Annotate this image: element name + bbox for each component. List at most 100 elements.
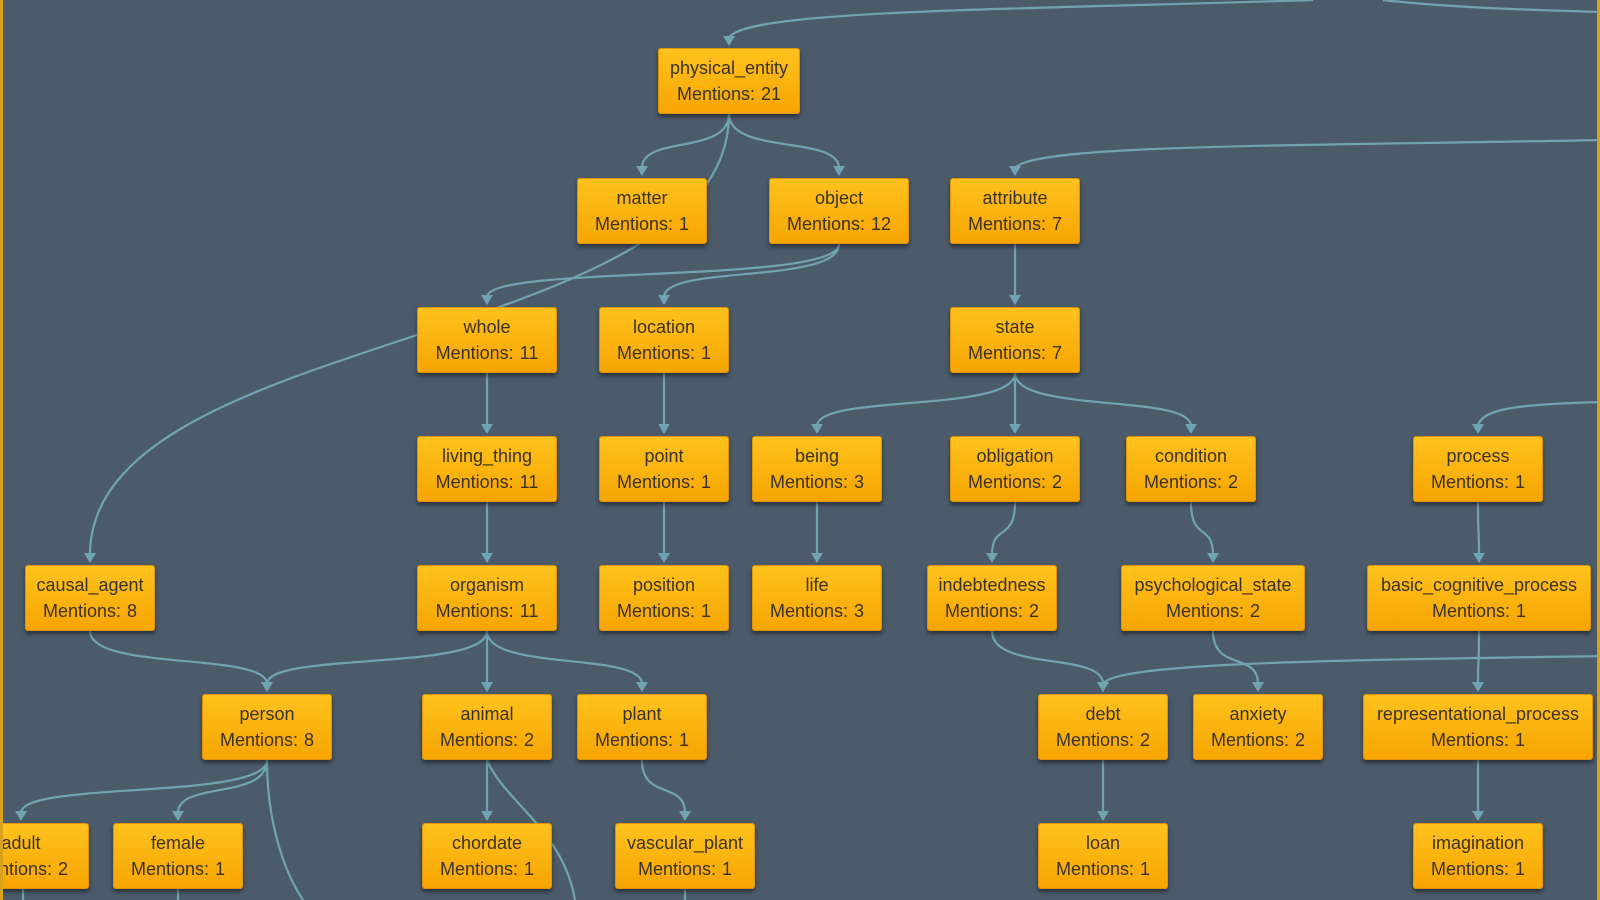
node-mentions: Mentions:2 [928,598,1056,624]
node-adult[interactable]: adultMentions:2 [0,823,89,889]
node-label: loan [1085,833,1121,853]
edge-arrowhead [1252,682,1264,692]
node-label: adult [1,833,41,853]
edge-arrowhead [84,553,96,563]
node-label: animal [460,704,514,724]
mentions-count: 1 [701,601,712,621]
node-mentions: Mentions:1 [1039,856,1167,882]
edge-physical-entity-to-object [727,113,841,169]
node-label: whole [463,317,511,337]
node-label: condition [1154,446,1228,466]
edge-offscreen-to-process [1476,401,1597,427]
mentions-key: Mentions: [944,601,1024,621]
edge-person-down [265,759,304,900]
edge-offscreen-top-right [1382,0,1597,13]
mentions-count: 1 [1515,730,1526,750]
mentions-count: 8 [127,601,138,621]
mentions-key: Mentions: [435,343,514,363]
edge-arrowhead [1207,553,1219,563]
mentions-count: 1 [679,214,690,234]
edge-arrowhead [811,553,823,563]
mentions-key: Mentions: [42,601,122,621]
mentions-key: Mentions: [0,859,53,879]
mentions-count: 2 [1295,730,1306,750]
mentions-count: 8 [304,730,315,750]
node-label: representational_process [1376,704,1580,724]
node-label: physical_entity [669,58,789,78]
edge-arrowhead [15,811,27,821]
mentions-key: Mentions: [637,859,717,879]
edge-causal-agent-to-person [88,630,269,685]
mentions-count: 1 [722,859,733,879]
mentions-count: 1 [701,472,712,492]
node-mentions: Mentions:2 [1194,727,1322,753]
edge-arrowhead [1097,682,1109,692]
node-label: position [632,575,696,595]
mentions-key: Mentions: [769,472,849,492]
edge-process-to-basic-cognitive-process [1476,501,1481,556]
mentions-count: 2 [1228,472,1239,492]
edge-object-to-whole [485,243,841,298]
mentions-key: Mentions: [130,859,210,879]
mentions-count: 11 [519,472,539,492]
edge-arrowhead [481,553,493,563]
edge-basic-cognitive-process-to-representational-process [1476,630,1481,685]
edge-arrowhead [811,424,823,434]
mentions-count: 21 [761,84,782,104]
node-mentions: Mentions:1 [578,211,706,237]
mentions-key: Mentions: [769,601,849,621]
mentions-key: Mentions: [1430,472,1510,492]
mentions-key: Mentions: [439,859,519,879]
node-mentions: Mentions:8 [26,598,154,624]
node-mentions: Mentions:11 [418,469,556,495]
edge-arrowhead [1472,682,1484,692]
mentions-count: 7 [1052,343,1063,363]
node-mentions: Mentions:2 [0,856,88,882]
mentions-count: 11 [519,343,539,363]
edge-arrowhead [1009,424,1021,434]
mentions-key: Mentions: [786,214,865,234]
mentions-key: Mentions: [967,343,1047,363]
mentions-count: 12 [871,214,892,234]
mentions-key: Mentions: [594,730,674,750]
node-mentions: Mentions:1 [423,856,551,882]
edge-arrowhead [481,295,493,305]
mentions-key: Mentions: [1430,730,1510,750]
node-label: point [644,446,684,466]
node-label: debt [1085,704,1121,724]
edge-arrowhead [658,295,670,305]
edge-animal-down [485,759,577,900]
